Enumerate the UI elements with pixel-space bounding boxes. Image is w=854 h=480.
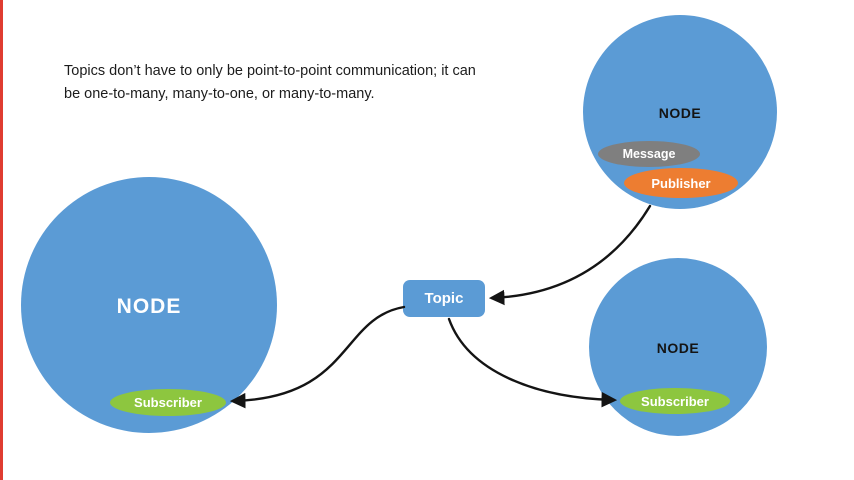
caption-text: Topics don’t have to only be point-to-po… <box>64 63 476 103</box>
left-edge-red-line <box>0 0 3 480</box>
node-label-left: NODE <box>116 295 182 318</box>
node-label-top-right: NODE <box>658 105 702 121</box>
subscriber-pill-left: Subscriber <box>110 389 226 416</box>
message-pill: Message <box>598 141 700 167</box>
publisher-pill: Publisher <box>624 168 738 198</box>
topic-box: Topic <box>403 280 485 317</box>
subscriber-pill-bottom-right: Subscriber <box>620 388 730 414</box>
node-label-bottom-right: NODE <box>656 340 700 356</box>
